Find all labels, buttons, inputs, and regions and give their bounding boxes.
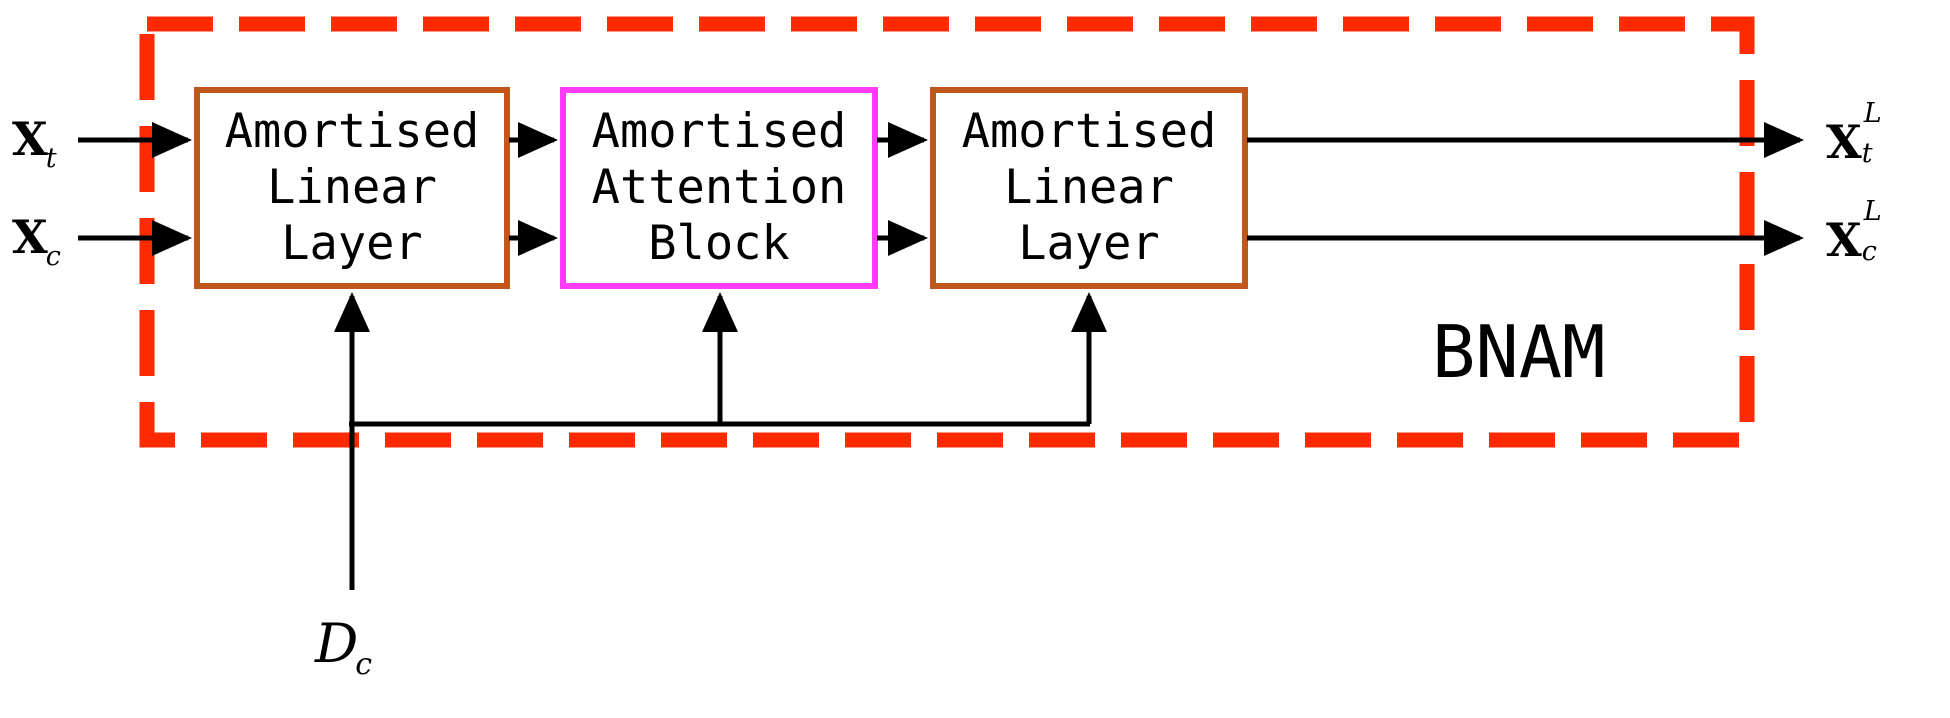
context-dataset-d-c: Dc: [315, 612, 375, 682]
input-x-c-base: X: [12, 210, 48, 264]
bnam-group-boundary: [139, 16, 1755, 448]
amortised-linear-layer-2-box[interactable]: [930, 87, 1248, 289]
output-x-t-L-base: X: [1826, 115, 1862, 169]
input-x-t: Xt: [12, 112, 59, 174]
output-x-c-L-superscript: L: [1863, 196, 1882, 227]
bnam-group-label: BNAM: [1432, 310, 1606, 394]
input-x-t-base: X: [12, 112, 48, 166]
output-x-t-L-subscript: t: [1861, 138, 1873, 169]
output-x-t-L-superscript: L: [1863, 98, 1882, 129]
amortised-attention-block-box[interactable]: [560, 87, 878, 289]
context-dataset-subscript: c: [355, 647, 373, 682]
input-x-c: Xc: [12, 210, 63, 272]
amortised-linear-layer-1-box[interactable]: [194, 87, 510, 289]
input-x-c-subscript: c: [45, 241, 61, 272]
context-dataset-base: D: [315, 612, 359, 675]
input-x-t-subscript: t: [45, 143, 57, 174]
output-x-c-L-base: X: [1826, 213, 1862, 267]
output-x-c-L-subscript: c: [1861, 236, 1877, 267]
